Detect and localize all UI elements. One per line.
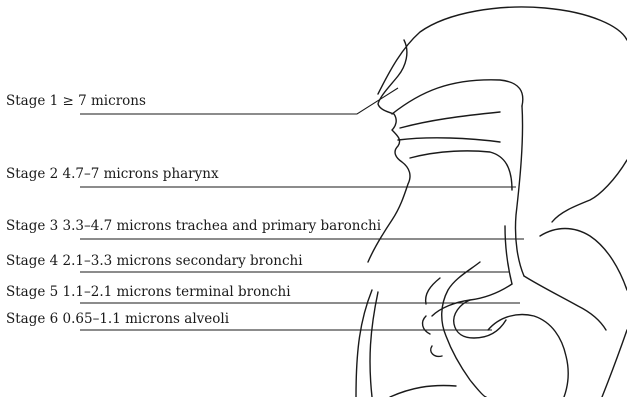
lung-right-outline — [540, 229, 627, 291]
trachea-front — [505, 226, 512, 284]
stage-labels: Stage 1 ≥ 7 microns Stage 2 4.7–7 micron… — [6, 93, 382, 327]
stage-5-label: Stage 5 1.1–2.1 microns terminal bronchi — [6, 284, 291, 300]
stage-4-label: Stage 4 2.1–3.3 microns secondary bronch… — [6, 253, 303, 269]
airway-illustration — [356, 7, 627, 397]
stage-3-label: Stage 3 3.3–4.7 microns trachea and prim… — [6, 218, 382, 234]
stage-2-label: Stage 2 4.7–7 microns pharynx — [6, 166, 219, 182]
tongue-outline — [410, 151, 512, 190]
oral-cavity — [398, 138, 500, 142]
stage-6-label: Stage 6 0.65–1.1 microns alveoli — [6, 311, 230, 327]
neck-back-outline — [552, 160, 627, 222]
hard-palate — [400, 112, 500, 128]
lung-right-lower — [602, 330, 627, 397]
neck-front — [356, 290, 372, 397]
nasal-passage — [392, 80, 523, 114]
stage-1-label: Stage 1 ≥ 7 microns — [6, 93, 146, 109]
bronchus-terminal — [454, 300, 506, 338]
diaphragm-base — [390, 385, 456, 397]
neck-inner — [370, 292, 378, 397]
pharynx-wall — [515, 106, 524, 276]
lung-left-inner — [423, 278, 442, 356]
bronchus-secondary — [524, 276, 606, 330]
